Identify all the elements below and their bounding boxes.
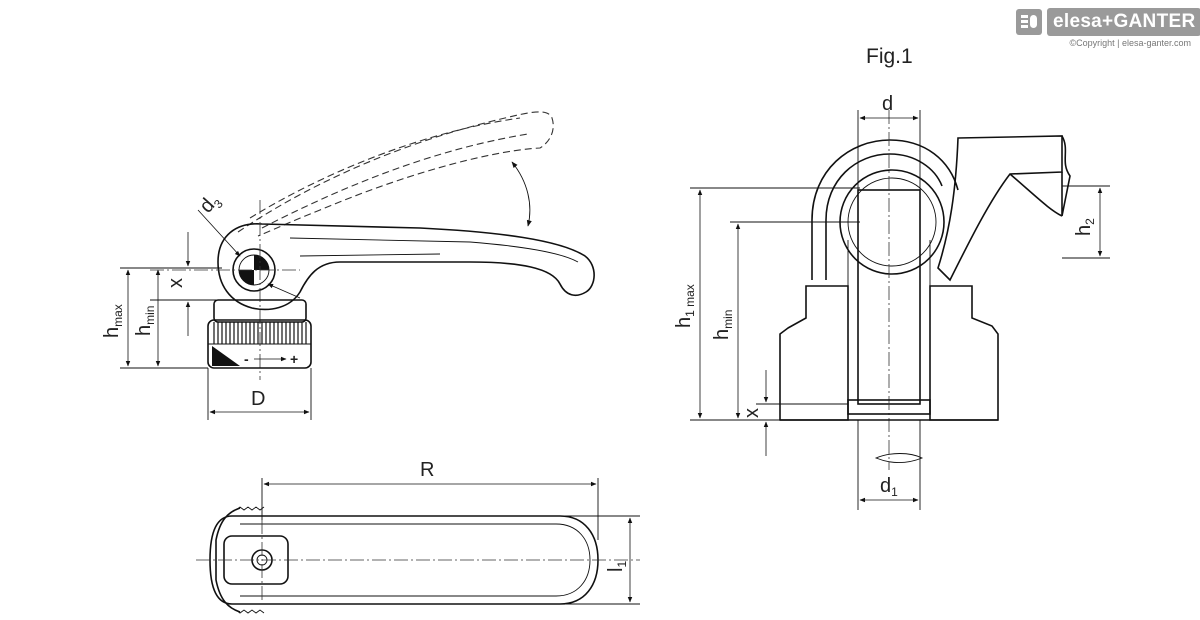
hub-plus: + — [290, 351, 298, 367]
dim-d-section: d — [882, 93, 893, 115]
dim-h2: h2 — [1073, 218, 1097, 236]
dim-h-min-section: hmin — [711, 310, 735, 340]
lever-body — [217, 223, 595, 311]
knurled-hub-top — [215, 507, 241, 613]
rotation-arrow — [511, 161, 532, 227]
side-view: d3 - + hmax hmin x D — [101, 111, 595, 420]
copyright-notice: ©Copyright | elesa-ganter.com — [1069, 38, 1191, 48]
knob-body-right — [929, 285, 999, 421]
brand-name: elesa+GANTER — [1047, 8, 1200, 36]
dim-x-section: x — [741, 408, 763, 418]
pivot-hook — [811, 139, 959, 280]
lever-section — [937, 135, 1063, 282]
hub-minus: - — [244, 351, 249, 367]
knob-body-left — [779, 285, 849, 421]
figure-label: Fig.1 — [866, 45, 913, 68]
dim-l1: l1 — [605, 561, 629, 572]
dim-x: x — [165, 278, 187, 288]
dim-h-min: hmin — [133, 306, 157, 336]
elesa-ganter-icon — [1016, 9, 1042, 35]
top-view: R l1 — [196, 459, 640, 614]
section-view: d d1 h1 max hmin x h2 — [673, 93, 1110, 510]
dim-R: R — [420, 459, 434, 481]
dim-h-max: hmax — [101, 304, 125, 338]
dim-D: D — [251, 388, 265, 410]
brand-logo: elesa+GANTER ©Copyright | elesa-ganter.c… — [1016, 8, 1200, 50]
dim-d1: d1 — [880, 475, 898, 499]
lever-alt-position — [237, 111, 554, 237]
dim-h1-max: h1 max — [673, 284, 697, 328]
dim-d3: d3 — [195, 189, 226, 219]
